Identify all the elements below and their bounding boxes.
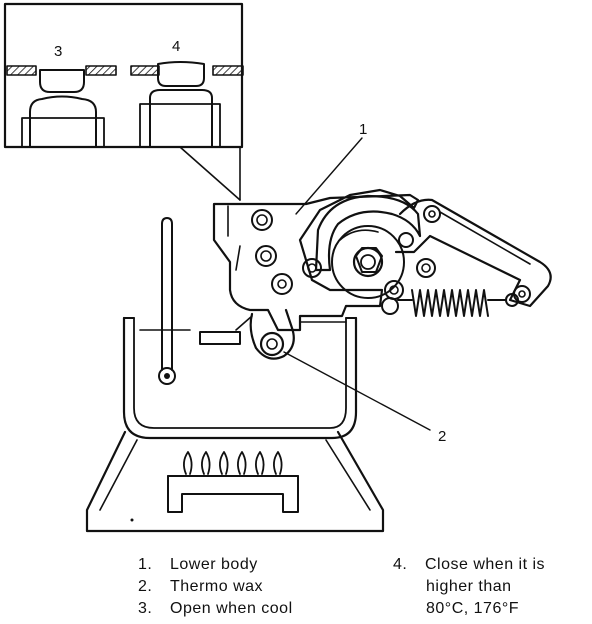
legend-item-4: 4. Close when it is <box>393 554 545 576</box>
legend-text-2: Thermo wax <box>170 578 264 595</box>
legend-text-1: Lower body <box>170 556 258 573</box>
legend-item-2: 2. Thermo wax <box>138 576 293 598</box>
legend-item-4-line-3: 80°C, 176°F <box>426 600 520 617</box>
callout-1: 1 <box>359 121 367 138</box>
leader-line-2 <box>283 351 431 431</box>
callout-3: 3 <box>54 43 62 60</box>
legend-text-4: Close when it is <box>425 556 546 573</box>
legend-num-4: 4. <box>393 556 408 573</box>
legend-item-1: 1. Lower body <box>138 554 293 576</box>
inset-detail-box <box>3 2 244 201</box>
legend-right: 4. Close when it is higher than 80°C, 17… <box>393 554 545 620</box>
burner-flames <box>183 451 283 475</box>
legend-item-3: 3. Open when cool <box>138 598 293 620</box>
valve-close-when-warm <box>130 61 244 147</box>
legend-num-3: 3. <box>138 600 153 617</box>
leader-line-1 <box>295 137 363 215</box>
legend-item-4-line-2: higher than <box>426 578 512 595</box>
legend-num-2: 2. <box>138 578 153 595</box>
burner-stove <box>85 430 385 533</box>
legend-left: 1. Lower body 2. Thermo wax 3. Open when… <box>138 554 293 620</box>
thermometer <box>158 217 176 385</box>
legend-num-1: 1. <box>138 556 153 573</box>
return-spring <box>397 289 519 317</box>
callout-4: 4 <box>172 38 180 55</box>
legend-text-3: Open when cool <box>170 600 293 617</box>
lower-body-part <box>199 188 552 360</box>
callout-2: 2 <box>438 428 446 445</box>
water-container <box>122 316 358 440</box>
valve-open-when-cool <box>6 65 117 147</box>
